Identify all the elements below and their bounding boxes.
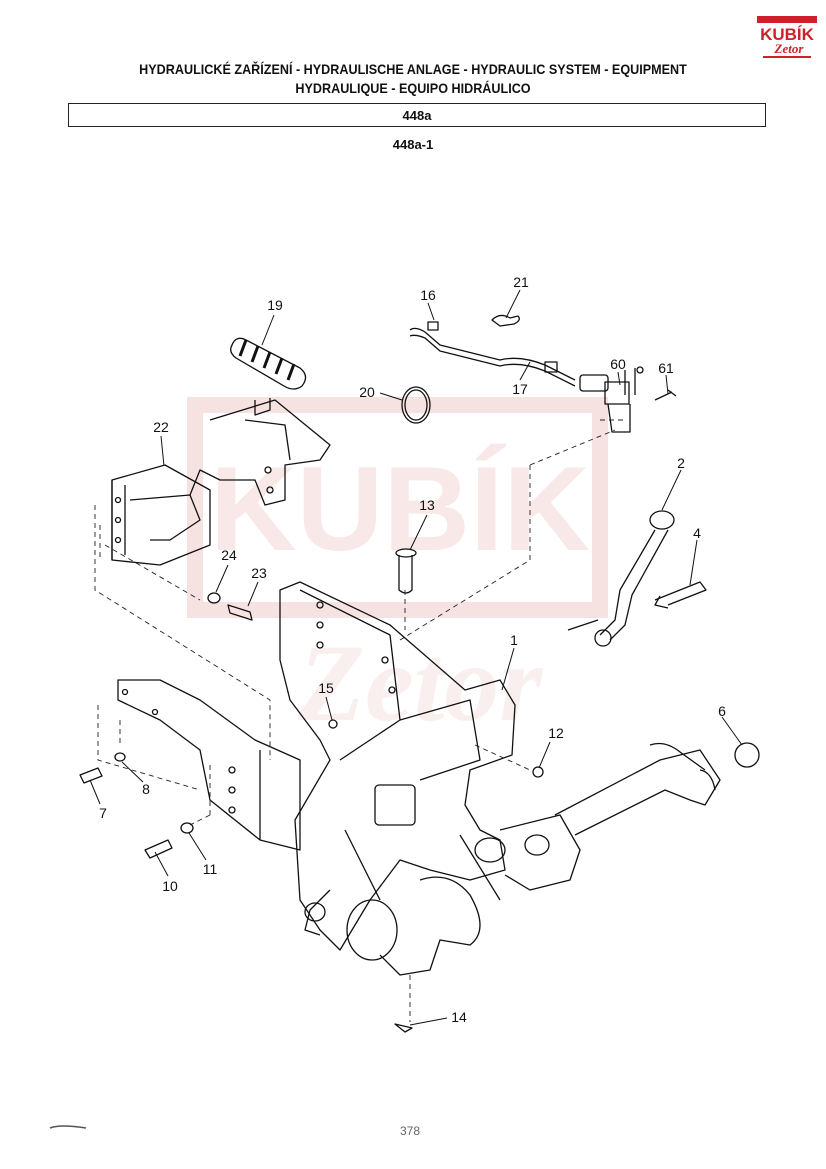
lower-link-arm <box>554 742 721 836</box>
watermark: KUBÍK Zetor <box>187 397 608 744</box>
washer-24 <box>207 592 221 604</box>
part-label-8: 8 <box>142 781 150 797</box>
part-label-23: 23 <box>251 565 267 581</box>
part-label-13: 13 <box>419 497 435 513</box>
part-label-14: 14 <box>451 1009 467 1025</box>
svg-text:Zetor: Zetor <box>774 41 805 56</box>
part-label-12: 12 <box>548 725 564 741</box>
nut-12 <box>532 766 544 778</box>
part-label-1: 1 <box>510 632 518 648</box>
figure-number: 448a-1 <box>392 137 434 152</box>
part-label-6: 6 <box>718 703 726 719</box>
clip-14 <box>394 1023 413 1033</box>
bolt-23 <box>227 604 253 621</box>
part-label-17: 17 <box>512 381 528 397</box>
part-label-21: 21 <box>513 274 529 290</box>
bracket-22 <box>111 398 331 566</box>
page-number: 378 <box>400 1124 421 1138</box>
part-label-60: 60 <box>610 356 626 372</box>
valve-60 <box>579 366 644 433</box>
o-ring-20 <box>401 386 431 424</box>
part-label-15: 15 <box>318 680 334 696</box>
bolt-10 <box>144 839 173 859</box>
part-label-7: 7 <box>99 805 107 821</box>
footer-mark <box>49 1125 87 1129</box>
section-number-box: 448a <box>68 103 766 127</box>
pin-13 <box>395 548 417 594</box>
part-label-61: 61 <box>658 360 674 376</box>
top-link-2 <box>567 510 675 647</box>
leader-lines <box>89 289 743 1026</box>
part-label-16: 16 <box>420 287 436 303</box>
bolt-61 <box>654 389 677 401</box>
part-label-24: 24 <box>221 547 237 563</box>
assembly-dashed-lines <box>94 419 625 1022</box>
part-label-19: 19 <box>267 297 283 313</box>
washer-11 <box>180 822 194 834</box>
part-label-10: 10 <box>162 878 178 894</box>
ball-joint-6 <box>734 742 760 768</box>
part-label-22: 22 <box>153 419 169 435</box>
main-frame-1 <box>279 581 581 976</box>
svg-text:KUBÍK: KUBÍK <box>760 25 815 44</box>
section-number: 448a <box>402 107 432 123</box>
part-label-4: 4 <box>693 525 701 541</box>
spring-sleeve-19 <box>230 337 307 390</box>
hose-17 <box>409 321 576 387</box>
nut-15 <box>328 719 338 729</box>
washer-8 <box>114 752 126 762</box>
page-title-line-1: HYDRAULICKÉ ZAŘÍZENÍ - HYDRAULISCHE ANLA… <box>139 61 687 77</box>
part-number-labels: 1 2 4 6 7 8 10 11 12 13 14 15 16 17 19 2… <box>99 274 726 1025</box>
part-label-2: 2 <box>677 455 685 471</box>
kubik-zetor-logo: KUBÍK Zetor <box>757 16 817 58</box>
svg-text:KUBÍK: KUBÍK <box>210 442 590 576</box>
side-plate <box>117 679 301 851</box>
part-label-11: 11 <box>203 861 218 877</box>
linch-pin-4 <box>654 581 707 609</box>
hose-clip-21 <box>491 314 520 327</box>
part-label-20: 20 <box>359 384 375 400</box>
bolt-7 <box>79 767 103 784</box>
page-title-line-2: HYDRAULIQUE - EQUIPO HIDRÁULICO <box>295 80 531 96</box>
